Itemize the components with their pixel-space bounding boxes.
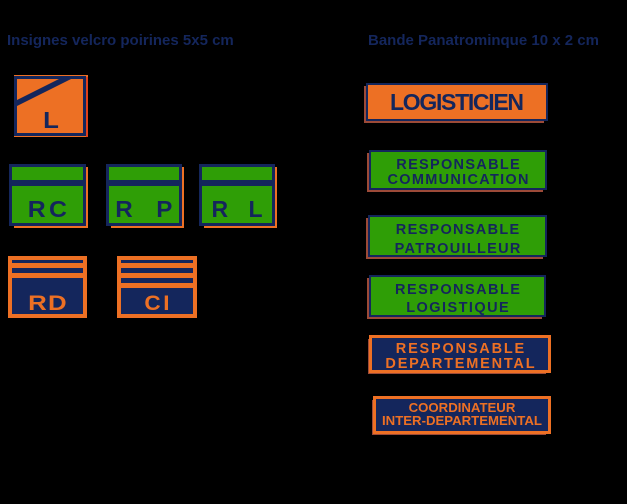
band-coordinateur-inter-departemental: COORDINATEUR INTER-DEPARTEMENTAL [372,396,551,435]
band-label-line1: RESPONSABLE [395,222,521,238]
band-label-line1: RESPONSABLE [395,282,522,298]
responsable-logistique-badge: R L [199,164,277,228]
band-label-line2: INTER-DEPARTEMENTAL [382,412,542,428]
band-label-line1: RESPONSABLE [396,157,521,173]
badge-frame [14,76,86,136]
badge-letter: CI [144,290,173,315]
band-logisticien: LOGISTICIEN [364,83,548,123]
orange-stripe-icon [12,263,83,268]
band-responsable-departemental: RESPONSABLE DEPARTEMENTAL [368,335,551,374]
band-label: LOGISTICIEN [390,88,524,115]
band-responsable-logistique: RESPONSABLE LOGISTIQUE [367,275,546,319]
responsable-communication-badge: RC [9,164,88,228]
badge-letter: R L [211,196,270,222]
responsable-departemental-badge: RD [8,256,87,318]
responsable-patrouilleur-badge: R P [106,164,184,228]
badge-letter: RD [28,290,68,315]
band-label-line2: COMMUNICATION [387,172,530,188]
badge-letter: R P [115,196,181,222]
right-section-title: Bande Panatrominque 10 x 2 cm [368,32,599,49]
badge-letter: RC [27,196,71,222]
badge-letter: L [43,107,59,133]
band-label-line2: LOGISTIQUE [406,300,511,316]
navy-band-icon [11,180,84,186]
orange-stripe-icon [121,263,193,268]
navy-band-icon [108,180,180,186]
band-responsable-patrouilleur: RESPONSABLE PATROUILLEUR [366,215,547,259]
navy-band-icon [201,180,273,186]
logisticien-badge: L [14,75,88,137]
left-section-title: Insignes velcro poirines 5x5 cm [7,32,234,49]
band-label-line2: PATROUILLEUR [394,241,522,257]
band-responsable-communication: RESPONSABLE COMMUNICATION [367,150,547,192]
coordinateur-badge: CI [117,256,197,318]
orange-stripe-icon [121,283,193,288]
band-label-line1: RESPONSABLE [395,341,526,357]
band-label-line1: COORDINATEUR [408,400,516,415]
orange-stripe-icon [12,273,83,278]
orange-stripe-icon [121,273,193,278]
band-label-line2: DEPARTEMENTAL [385,355,537,372]
